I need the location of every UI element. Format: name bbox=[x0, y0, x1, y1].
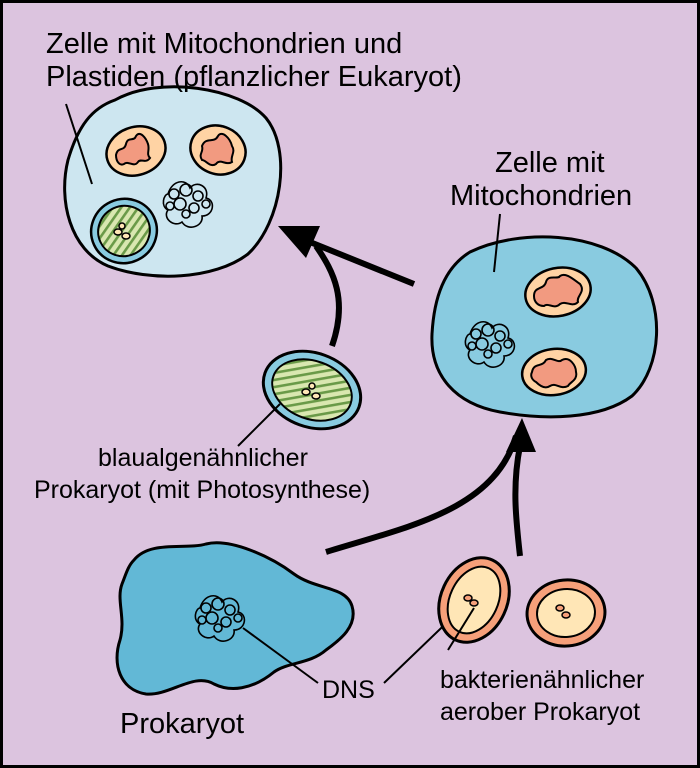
cyano-label-line1: blaualgenähnlicher bbox=[98, 444, 308, 472]
prokaryote-label: Prokaryot bbox=[120, 708, 244, 740]
mito-cell-label-line1: Zelle mit bbox=[495, 147, 605, 179]
aerobe-label-pointer bbox=[447, 607, 475, 651]
cyano-label-line2: Prokaryot (mit Photosynthese) bbox=[34, 476, 370, 504]
aerobe-label-line1: bakterienähnlicher bbox=[440, 666, 644, 694]
arrowhead bbox=[278, 226, 320, 258]
dns-label: DNS bbox=[322, 676, 375, 704]
cyano-label-pointer bbox=[237, 403, 281, 447]
dns-pointer-prokaryote bbox=[242, 627, 319, 684]
plant-eukaryote-cell bbox=[63, 85, 283, 278]
mitochondria-cell bbox=[430, 235, 659, 419]
arrow-mitocell-to-eukaryote bbox=[298, 235, 416, 287]
eukaryote-label-pointer bbox=[65, 103, 93, 185]
ancestral-prokaryote bbox=[115, 541, 355, 696]
mitochondrion bbox=[105, 125, 167, 177]
eukaryote-label-line1: Zelle mit Mitochondrien und bbox=[46, 28, 402, 60]
aerobic-bacterium bbox=[437, 556, 511, 644]
mitochondrion bbox=[189, 124, 247, 176]
mitochondrion bbox=[520, 347, 588, 397]
mito-cell-label-line2: Mitochondrien bbox=[450, 180, 632, 212]
mitochondrion bbox=[524, 266, 592, 318]
chloroplast bbox=[89, 197, 159, 265]
arrow-prokaryote-to-mitocell bbox=[325, 435, 519, 555]
arrow-cyano-to-eukaryote bbox=[313, 244, 342, 347]
aerobe-label-line2: aerober Prokaryot bbox=[440, 698, 640, 726]
dna-nucleoid bbox=[464, 321, 516, 368]
eukaryote-label-line2: Plastiden (pflanzlicher Eukaryot) bbox=[46, 61, 462, 93]
arrowhead bbox=[506, 418, 536, 452]
arrow-bacterium-to-mitocell bbox=[512, 445, 523, 557]
evolution-arrows bbox=[278, 226, 536, 557]
aerobic-bacterium bbox=[525, 578, 607, 648]
dna-nucleoid bbox=[194, 595, 246, 642]
cyanobacterium-prokaryote bbox=[261, 349, 363, 431]
mito-cell-label-pointer bbox=[493, 213, 501, 273]
dna-nucleoid bbox=[162, 181, 214, 228]
